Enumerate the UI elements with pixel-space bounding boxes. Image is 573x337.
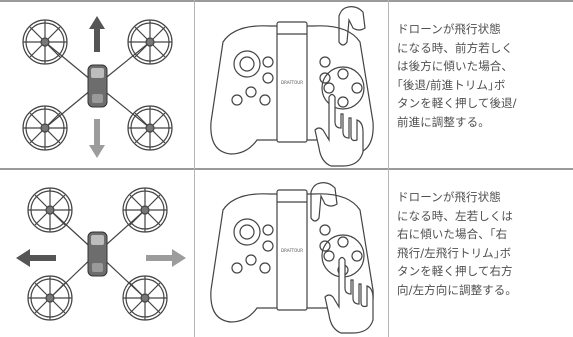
row-1-description-cell: ドローンが飛行状態 になる時、前方若しく は後方に傾いた場合、 ｢後退/前進トリ… <box>389 2 573 168</box>
pressing-hand-icon <box>314 93 364 167</box>
brand-label: DRAFTOUR <box>281 248 303 253</box>
row-1-description: ドローンが飛行状態 になる時、前方若しく は後方に傾いた場合、 ｢後退/前進トリ… <box>397 22 517 129</box>
backward-arrow-icon <box>89 119 105 158</box>
brand-label: DRAFTOUR <box>281 80 303 85</box>
row-2-drone-cell <box>0 170 194 337</box>
row-2-description-cell: ドローンが飛行状態 になる時、左若しくは 右に傾いた場合、｢右 飛行/左飛行トリ… <box>389 170 573 337</box>
drone-left-right-illustration <box>16 187 186 321</box>
row-2-controller-cell: DRAFTOUR <box>195 170 388 337</box>
controller-trim-forward-illustration: DRAFTOUR <box>210 6 374 167</box>
left-arrow-icon <box>16 249 56 267</box>
drone-forward-backward-illustration <box>22 16 173 158</box>
rotor-guard-icon <box>22 19 68 65</box>
pressing-hand-icon <box>324 256 374 334</box>
right-arrow-icon <box>146 249 186 267</box>
table-row-divider <box>0 168 573 170</box>
controller-trim-sideways-illustration: DRAFTOUR <box>210 182 374 334</box>
row-1-drone-cell <box>0 2 194 168</box>
column-divider-1 <box>194 0 195 337</box>
forward-arrow-icon <box>89 16 105 52</box>
column-divider-2 <box>388 0 389 337</box>
row-1-controller-cell: DRAFTOUR <box>195 2 388 168</box>
table-top-border <box>0 0 573 2</box>
row-2-description: ドローンが飛行状態 になる時、左若しくは 右に傾いた場合、｢右 飛行/左飛行トリ… <box>397 190 517 297</box>
